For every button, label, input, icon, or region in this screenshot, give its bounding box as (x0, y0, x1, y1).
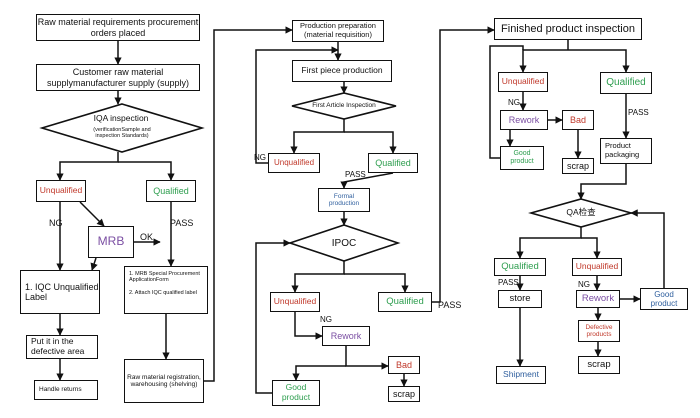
ipoc-ng-label: NG (320, 315, 332, 324)
fpi-rework-box: Rework (500, 110, 548, 130)
wire-fpi-qualified (568, 49, 630, 73)
iqa-diamond-shape (39, 103, 205, 153)
wire-fai-qualified (344, 131, 397, 154)
qa-good-product-box: Good product (640, 288, 688, 310)
defective-area-box: Put it in the defective area (26, 335, 98, 359)
qa-scrap-box: scrap (578, 356, 620, 374)
wire-rework-split (345, 346, 389, 370)
shipment-box: Shipment (496, 366, 546, 384)
wire-mrb-iqc (90, 257, 98, 271)
wire-rework-good (292, 365, 346, 381)
wire-warehouse-prep (204, 26, 293, 382)
iqa-pass-label: PASS (170, 218, 194, 228)
wire-ipoc-qualified (344, 273, 409, 293)
fpi-bad-box: Bad (562, 110, 594, 130)
ipoc-diamond-label: IPOC (331, 237, 357, 249)
wire-iqa-qualified (118, 161, 175, 181)
fai-diamond-label: First Article Inspection (312, 102, 376, 110)
fai-unqualified-box: Unqualified (268, 153, 320, 173)
mrb-ok-label: OK (140, 232, 154, 242)
wire-pack-qa (577, 164, 627, 200)
wire-iqa-split (56, 152, 119, 181)
store-box: store (498, 290, 542, 308)
fai-ng-label: NG (254, 153, 266, 162)
supply-box: Customer raw material supplymanufacturer… (36, 64, 200, 91)
fpi-scrap-box: scrap (562, 158, 594, 174)
wire-fpi-split (519, 49, 568, 73)
wire-qualified-formal (340, 172, 394, 189)
wire-qa-unq (581, 237, 601, 259)
production-prep-box: Production preparation (material requisi… (292, 20, 384, 42)
handle-returns-box: Handle returns (34, 380, 98, 400)
iqa-ng-label: NG (49, 218, 63, 228)
procurement-order-box: Raw material requirements procurement or… (36, 14, 200, 41)
mrb-form-line-2: 2. Attach IQC qualified label (129, 289, 197, 296)
mrb-box: MRB (88, 226, 134, 258)
first-piece-box: First piece production (292, 60, 392, 82)
fai-pass-label: PASS (345, 170, 366, 179)
product-packaging-box: Product packaging (600, 138, 652, 164)
formal-production-box: Formal production (318, 188, 370, 212)
wire-good-loop3 (489, 45, 524, 159)
mrb-form-line-1: 1. MRB Special Procurement ApplicationFo… (129, 271, 200, 284)
defective-products-box: Defective products (578, 320, 620, 342)
bad-box: Bad (388, 356, 420, 374)
qa-qualified-box: Qualified (494, 258, 546, 276)
iqa-diamond-subtitle: (verificationSample and inspection Stand… (93, 126, 151, 139)
ipoc-qualified-box: Qualified (378, 292, 432, 312)
fpi-unqualified-box: Unqualified (498, 72, 548, 92)
wire-good-loop-qa (630, 209, 665, 288)
fai-qualified-box: Qualified (368, 153, 418, 173)
good-product-box: Good product (272, 380, 320, 406)
fpi-pass-label: PASS (628, 108, 649, 117)
qa-rework-box: Rework (576, 290, 620, 308)
finished-inspection-box: Finished product inspection (494, 18, 642, 40)
wire-qa-split (516, 227, 582, 259)
warehousing-box: Raw material registration, warehousing (… (124, 359, 204, 403)
mrb-form-box: 1. MRB Special Procurement ApplicationFo… (124, 266, 208, 314)
wire-qualified-fpi (432, 26, 495, 303)
fpi-good-product-box: Good product (500, 146, 544, 170)
wire-unq-mrb (79, 201, 105, 227)
ipoc-unqualified-box: Unqualified (270, 292, 320, 312)
ipoc-pass-label: PASS (438, 300, 462, 310)
qa-diamond-label: QA检查 (566, 207, 596, 218)
qa-ng-label: NG (578, 280, 590, 289)
wire-ng-loop (255, 46, 339, 164)
iqa-diamond-title: IQA inspection (93, 113, 149, 124)
fpi-qualified-box: Qualified (600, 72, 652, 94)
rework-box: Rework (322, 326, 370, 346)
iqc-label-box: 1. IQC Unqualified Label (20, 270, 100, 314)
wire-unq-rework (294, 312, 323, 340)
qa-pass-label: PASS (498, 278, 519, 287)
scrap-box: scrap (388, 386, 420, 402)
wire-fai-split (290, 119, 345, 154)
wire-ipoc-split (291, 261, 345, 293)
iqa-qualified-box: Qualified (146, 180, 196, 202)
wire-good-loop (255, 239, 291, 394)
iqa-unqualified-box: Unqualified (36, 180, 86, 202)
fpi-ng-label: NG (508, 98, 520, 107)
qa-unqualified-box: Unqualified (572, 258, 622, 276)
